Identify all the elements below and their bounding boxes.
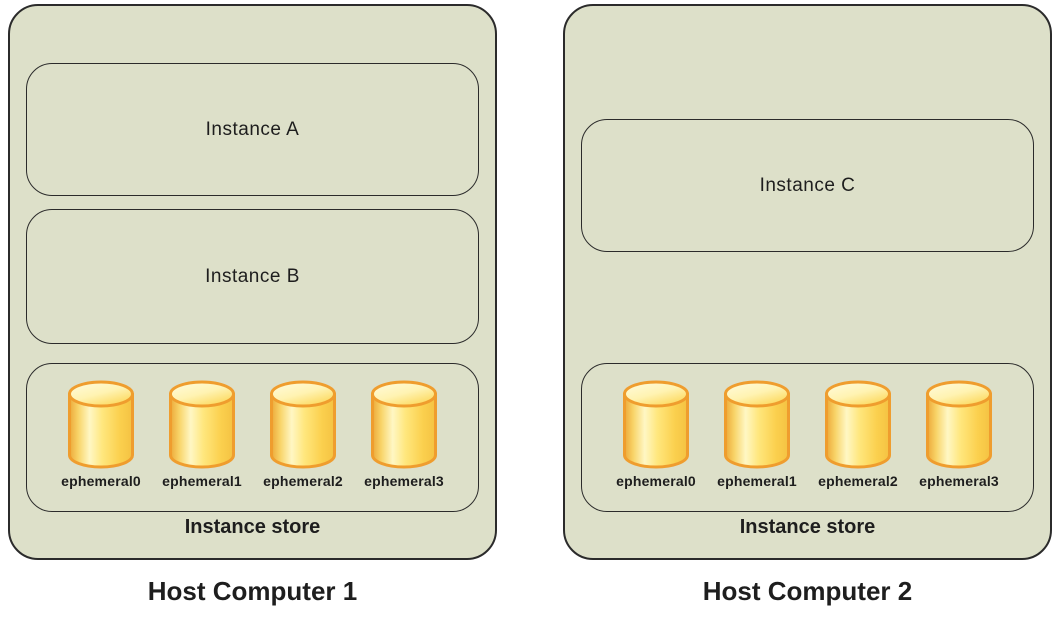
disk-cylinder-icon [169, 380, 235, 469]
host-computer-1-title: Host Computer 1 [147, 576, 358, 606]
disk-ephemeral2: ephemeral2 [253, 379, 354, 489]
instance-a-label: Instance A [205, 118, 300, 140]
disk-cylinder-icon [825, 380, 891, 469]
disk-cylinder-icon [371, 380, 437, 469]
disk-ephemeral1: ephemeral1 [152, 379, 253, 489]
disk-label: ephemeral0 [616, 473, 696, 489]
disk-cylinder-icon [724, 380, 790, 469]
instance-store-box-2: ephemeral0 ephemeral1 [581, 363, 1034, 512]
host-computer-2: Instance C ephemeral0 [563, 4, 1052, 607]
instance-c-label: Instance C [759, 174, 856, 196]
disk-row: ephemeral0 ephemeral1 [27, 364, 478, 489]
instance-b-box: Instance B [26, 209, 479, 344]
instance-store-label: Instance store [739, 516, 876, 538]
disk-label: ephemeral1 [162, 473, 242, 489]
disk-row: ephemeral0 ephemeral1 [582, 364, 1033, 489]
instance-a-box: Instance A [26, 63, 479, 196]
disk-label: ephemeral2 [263, 473, 343, 489]
host-computer-1-box: Instance A Instance B ephemeral0 [8, 4, 497, 560]
disk-ephemeral3: ephemeral3 [909, 379, 1010, 489]
disk-cylinder-icon [68, 380, 134, 469]
disk-ephemeral0: ephemeral0 [606, 379, 707, 489]
host-computer-1: Instance A Instance B ephemeral0 [8, 4, 497, 607]
instance-store-box-1: ephemeral0 ephemeral1 [26, 363, 479, 512]
disk-label: ephemeral1 [717, 473, 797, 489]
disk-label: ephemeral3 [364, 473, 444, 489]
instance-store-label: Instance store [184, 516, 321, 538]
disk-label: ephemeral2 [818, 473, 898, 489]
host-computer-2-title: Host Computer 2 [702, 576, 913, 606]
disk-label: ephemeral0 [61, 473, 141, 489]
disk-cylinder-icon [623, 380, 689, 469]
disk-ephemeral2: ephemeral2 [808, 379, 909, 489]
host-computer-2-box: Instance C ephemeral0 [563, 4, 1052, 560]
disk-label: ephemeral3 [919, 473, 999, 489]
disk-cylinder-icon [926, 380, 992, 469]
disk-ephemeral0: ephemeral0 [51, 379, 152, 489]
instance-b-label: Instance B [205, 265, 300, 287]
instance-c-box: Instance C [581, 119, 1034, 252]
disk-ephemeral3: ephemeral3 [354, 379, 455, 489]
disk-ephemeral1: ephemeral1 [707, 379, 808, 489]
disk-cylinder-icon [270, 380, 336, 469]
